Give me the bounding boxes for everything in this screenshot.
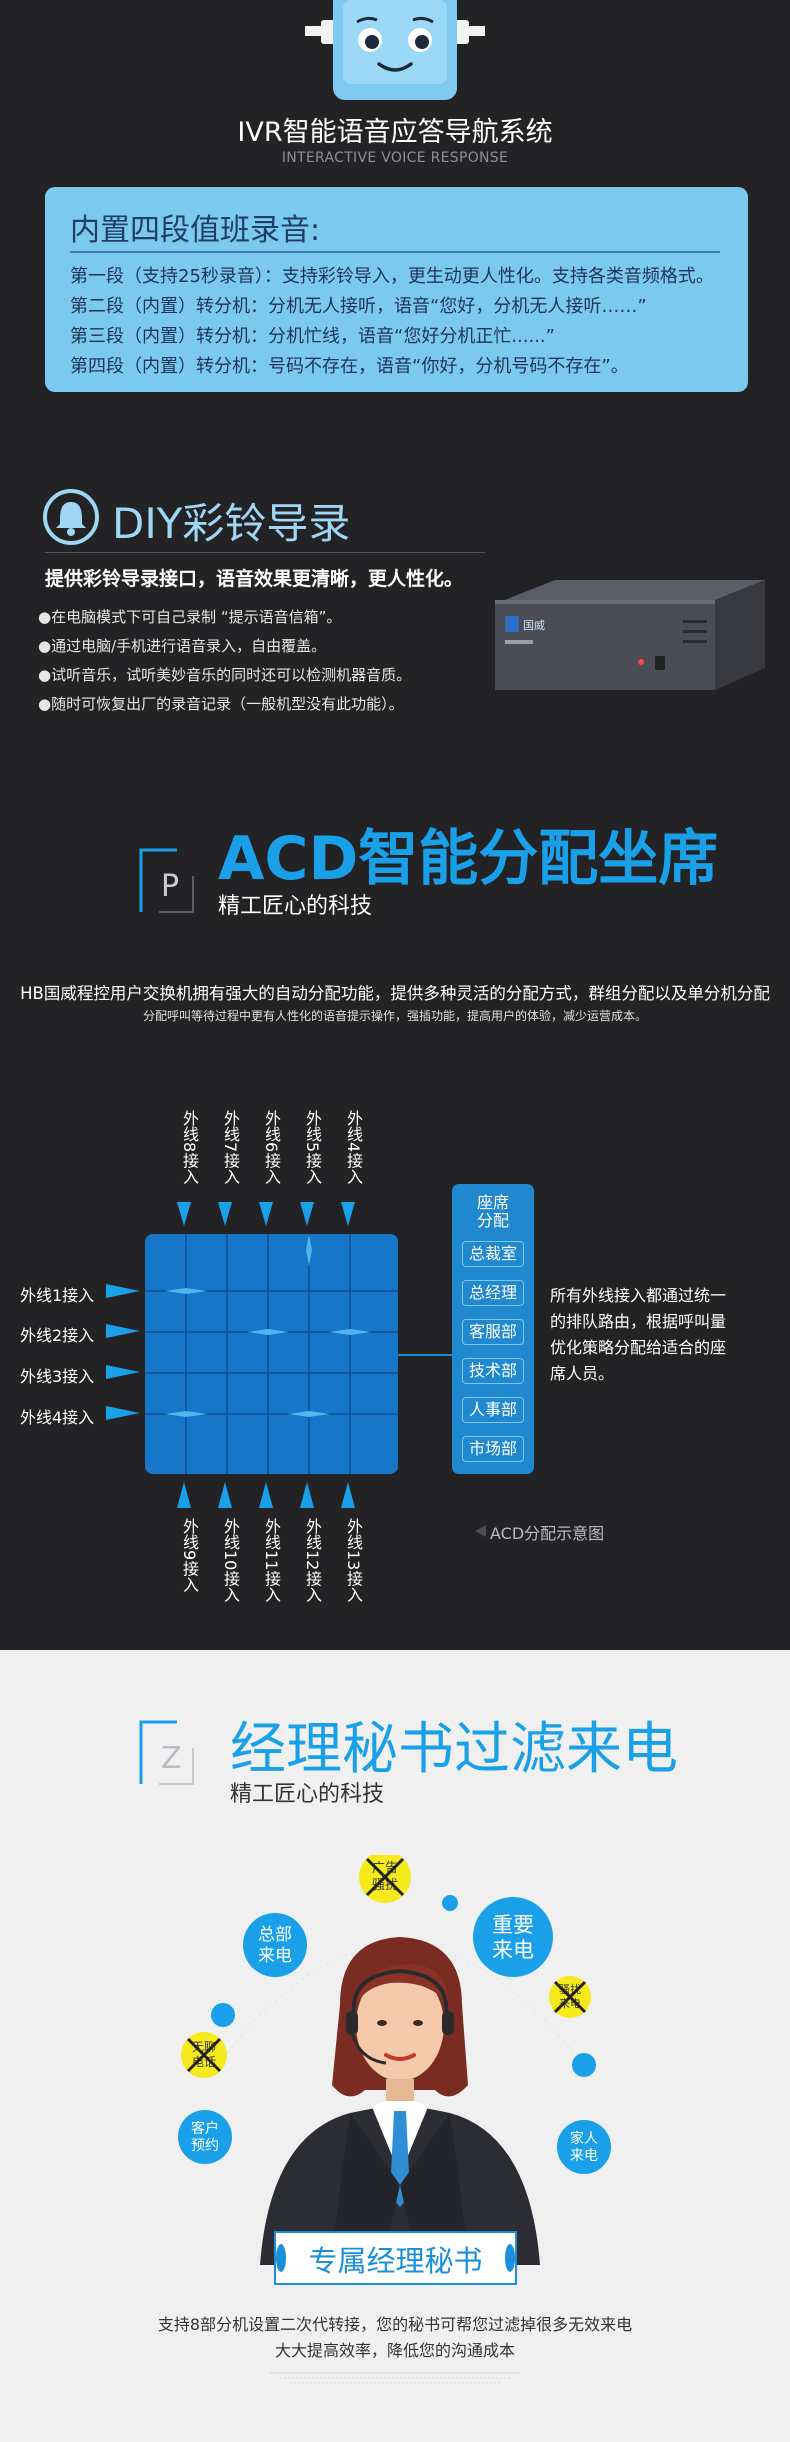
line-label: 外线2接入 <box>20 1326 95 1345</box>
bell-icon <box>43 489 99 545</box>
acd-description-small: 分配呼叫等待过程中更有人性化的语音提示操作，强插功能，提高用户的体验，减少运营成… <box>142 1009 647 1023</box>
manager-subtitle: 精工匠心的科技 <box>230 1782 385 1807</box>
line-label: 外线7接入 <box>221 1110 240 1185</box>
line-label: 外线1接入 <box>20 1286 95 1305</box>
line-label: 外线5接入 <box>303 1110 322 1185</box>
line-label: 外线12接入 <box>303 1518 322 1603</box>
list-item: ●试听音乐，试听美妙音乐的同时还可以检测机器音质。 <box>38 666 412 684</box>
robot-icon <box>305 0 485 100</box>
caption-arrow-icon <box>475 1525 486 1537</box>
bubble-ad-blocked: 广告 骚扰 <box>359 1855 411 1903</box>
svg-text:客户: 客户 <box>191 2120 219 2137</box>
diy-title: DIY彩铃导录 <box>112 499 351 548</box>
list-item: ●通过电脑/手机进行语音录入，自由覆盖。 <box>38 637 327 655</box>
acd-title: ACD智能分配坐席 <box>218 824 719 894</box>
left-arrows <box>106 1284 140 1420</box>
connector-line <box>398 1354 452 1356</box>
svg-text:总部: 总部 <box>258 1925 292 1945</box>
ivr-title: IVR智能语音应答导航系统 <box>237 117 553 148</box>
manager-description: 支持8部分机设置二次代转接，您的秘书可帮您过滤掉很多无效来电 <box>157 2315 633 2334</box>
svg-text:家人: 家人 <box>570 2130 598 2147</box>
recording-card-title: 内置四段值班录音: <box>70 213 321 248</box>
banner-frame <box>274 2231 517 2285</box>
seat-item-tech: 技术部 <box>462 1358 524 1384</box>
recording-row: 第一段（支持25秒录音）：支持彩铃导入，更生动更人性化。支持各类音频格式。 <box>70 266 714 287</box>
ivr-section: IVR智能语音应答导航系统 INTERACTIVE VOICE RESPONSE… <box>0 0 790 460</box>
card-divider <box>70 251 720 253</box>
manager-description: 大大提高效率，降低您的沟通成本 <box>274 2341 515 2360</box>
list-item: ●随时可恢复出厂的录音记录（一般机型没有此功能）。 <box>38 695 404 713</box>
svg-text:来电: 来电 <box>559 1997 581 2010</box>
bubble-client: 客户 预约 <box>178 2110 232 2164</box>
seat-item-manager: 总经理 <box>462 1280 524 1306</box>
section-letter: P <box>161 869 179 904</box>
recording-card: 内置四段值班录音: 第一段（支持25秒录音）：支持彩铃导入，更生动更人性化。支持… <box>45 187 748 392</box>
bubble-family: 家人 来电 <box>557 2120 611 2174</box>
line-label: 外线6接入 <box>262 1110 281 1185</box>
manager-title: 经理秘书过滤来电 <box>230 1717 678 1782</box>
line-label: 外线3接入 <box>20 1367 95 1386</box>
svg-text:预约: 预约 <box>191 2138 219 2154</box>
recording-row: 第二段（内置）转分机：分机无人接听，语音“您好，分机无人接听……” <box>70 296 647 317</box>
seat-item-president: 总裁室 <box>462 1241 524 1267</box>
recording-row: 第四段（内置）转分机：号码不存在，语音“你好，分机号码不存在”。 <box>70 356 629 377</box>
seat-item-hr: 人事部 <box>462 1397 524 1423</box>
line-label: 外线8接入 <box>180 1110 199 1185</box>
section-letter-box: P <box>139 848 194 913</box>
recording-rows: 第一段（支持25秒录音）：支持彩铃导入，更生动更人性化。支持各类音频格式。 第二… <box>70 262 714 382</box>
diy-divider <box>45 552 485 553</box>
seat-item-marketing: 市场部 <box>462 1436 524 1462</box>
line-label: 外线4接入 <box>344 1110 363 1185</box>
line-label: 外线10接入 <box>221 1518 240 1603</box>
bubble-hq: 总部 来电 <box>243 1913 307 1977</box>
svg-text:来电: 来电 <box>258 1946 292 1966</box>
bubble-unknown-blocked: 无聊 电话 <box>181 2032 227 2078</box>
secretary-scene: 总部 来电 重要 来电 客户 预约 家人 来电 广告 骚扰 <box>178 1855 611 2265</box>
routing-grid <box>145 1234 398 1474</box>
svg-text:来电: 来电 <box>570 2148 598 2164</box>
secretary-figure <box>260 1937 540 2265</box>
device-brand: 国威 <box>523 619 545 632</box>
pbx-device-image: 国威 <box>495 580 765 690</box>
diy-subtitle: 提供彩铃导录接口，语音效果更清晰，更人性化。 <box>45 568 464 590</box>
line-label: 外线9接入 <box>180 1518 199 1593</box>
acd-caption: ACD分配示意图 <box>490 1524 605 1543</box>
acd-description: HB国威程控用户交换机拥有强大的自动分配功能，提供多种灵活的分配方式，群组分配以… <box>20 984 770 1003</box>
recording-row: 第三段（内置）转分机：分机忙线，语音“您好分机正忙......” <box>70 326 555 347</box>
seat-item-service: 客服部 <box>462 1319 524 1345</box>
section-letter: Z <box>161 1741 182 1776</box>
seat-header: 座席 分配 <box>476 1193 509 1230</box>
bottom-arrows <box>177 1482 355 1508</box>
line-label: 外线4接入 <box>20 1408 95 1427</box>
line-label: 外线13接入 <box>344 1518 363 1603</box>
section-letter-box: Z <box>139 1720 194 1785</box>
svg-text:电话: 电话 <box>192 2055 216 2069</box>
bubble-important: 重要 来电 <box>473 1897 553 1977</box>
bubble-harass-blocked: 骚扰 来电 <box>549 1976 591 2018</box>
svg-text:来电: 来电 <box>492 1938 534 1962</box>
line-label: 外线11接入 <box>262 1518 281 1603</box>
acd-subtitle: 精工匠心的科技 <box>218 894 373 919</box>
ivr-subtitle: INTERACTIVE VOICE RESPONSE <box>281 150 509 166</box>
diy-feature-list: ●在电脑模式下可自己录制 “提示语音信箱”。 ●通过电脑/手机进行语音录入，自由… <box>38 603 411 719</box>
manager-section: Z 经理秘书过滤来电 精工匠心的科技 总部 来电 重要 来电 客户 <box>0 1650 790 2442</box>
list-item: ●在电脑模式下可自己录制 “提示语音信箱”。 <box>38 608 342 626</box>
banner-title: 专属经理秘书 <box>308 2244 483 2278</box>
top-arrows <box>177 1202 355 1226</box>
acd-section: P ACD智能分配坐席 精工匠心的科技 HB国威程控用户交换机拥有强大的自动分配… <box>0 780 790 1650</box>
svg-text:重要: 重要 <box>492 1913 534 1937</box>
seat-description: 所有外线接入都通过统一的排队路由，根据呼叫量优化策略分配给适合的座席人员。 <box>550 1286 727 1383</box>
seat-allocation-panel: 座席 分配 总裁室 总经理 客服部 技术部 人事部 市场部 <box>452 1184 534 1474</box>
fine-print-decoration <box>270 2372 520 2384</box>
diy-section: DIY彩铃导录 提供彩铃导录接口，语音效果更清晰，更人性化。 ●在电脑模式下可自… <box>0 460 790 780</box>
